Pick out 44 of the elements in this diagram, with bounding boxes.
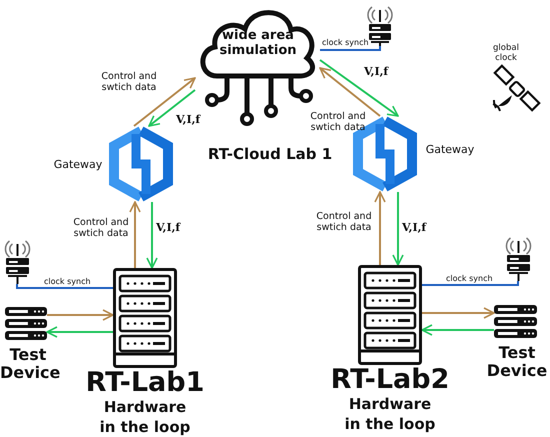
edge-label: clock synch bbox=[446, 274, 493, 284]
gateway-icon bbox=[108, 126, 174, 202]
arrow bbox=[392, 192, 404, 266]
edge-label: clock synch bbox=[322, 38, 369, 48]
arrow bbox=[146, 202, 158, 269]
arrow bbox=[129, 201, 141, 268]
edge-label: Control and swtich data bbox=[309, 112, 367, 134]
arrow bbox=[133, 77, 196, 127]
connector-line bbox=[320, 46, 381, 51]
arrow bbox=[319, 59, 399, 117]
edge-label: Control and swtich data bbox=[72, 218, 130, 240]
arrow bbox=[374, 191, 386, 265]
node-caption: RT-Lab2 bbox=[330, 364, 450, 396]
node-caption: Gateway bbox=[52, 159, 104, 172]
connector-line bbox=[422, 281, 519, 286]
arrow bbox=[319, 67, 381, 117]
edge-label: V,I,f bbox=[364, 66, 388, 79]
edge-label: Control and swtich data bbox=[315, 212, 373, 234]
lab-name-label: RT-Cloud Lab 1 bbox=[206, 146, 334, 164]
node-caption: Test Device bbox=[486, 344, 548, 381]
arrow bbox=[46, 326, 113, 338]
arrow bbox=[421, 324, 494, 336]
edge-label: V,I,f bbox=[176, 114, 200, 127]
test-device-icon bbox=[494, 305, 537, 339]
clock-server-icon bbox=[5, 240, 30, 284]
node-subcaption: Hardware in the loop bbox=[344, 395, 436, 434]
server-rack-icon bbox=[113, 268, 177, 368]
clock-server-icon bbox=[506, 237, 531, 281]
arrow bbox=[148, 89, 196, 127]
server-rack-icon bbox=[358, 265, 422, 365]
icon-caption: global clock bbox=[492, 44, 520, 64]
node-subcaption: Hardware in the loop bbox=[98, 398, 192, 437]
connector-line bbox=[16, 284, 113, 289]
test-device-icon bbox=[5, 307, 47, 341]
node-caption: Gateway bbox=[424, 144, 476, 157]
edge-label: V,I,f bbox=[156, 222, 180, 235]
arrow bbox=[47, 309, 114, 321]
edge-label: clock synch bbox=[44, 277, 91, 286]
clock-server-icon bbox=[368, 6, 392, 46]
arrow bbox=[422, 307, 495, 319]
node-text: wide area simulation bbox=[218, 29, 298, 59]
edge-label: V,I,f bbox=[402, 222, 426, 235]
edge-label: Control and swtich data bbox=[100, 72, 158, 94]
node-caption: RT-Lab1 bbox=[85, 367, 205, 398]
